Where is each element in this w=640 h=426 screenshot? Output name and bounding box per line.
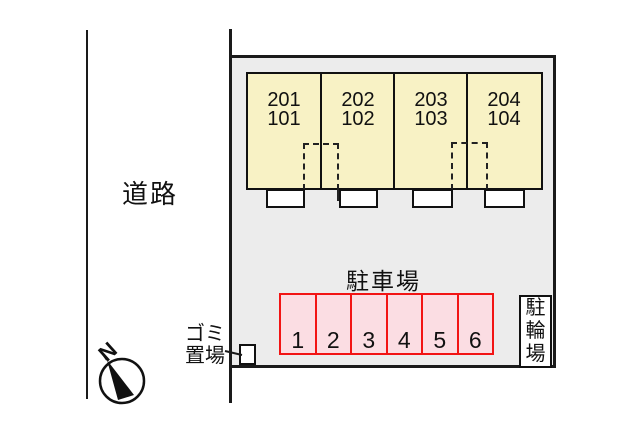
bicycle-parking-char: 輪: [525, 320, 546, 342]
parking-space-5: 5: [421, 293, 459, 355]
parking-space-6: 6: [456, 293, 494, 355]
road-boundary-line: [86, 30, 88, 399]
plot-right-boundary: [553, 55, 556, 368]
entrance-porch: [339, 189, 378, 208]
parking-lot-label: 駐車場: [346, 268, 421, 294]
stairwell-dashed-outline: [303, 143, 339, 190]
unit-lower-number: 103: [414, 108, 448, 130]
parking-space-2: 2: [314, 293, 352, 355]
bicycle-parking-char: 駐: [525, 297, 546, 319]
garbage-area-box: [239, 344, 256, 365]
unit-divider: [320, 74, 322, 188]
bicycle-parking-box: 駐 輪 場: [519, 295, 552, 368]
unit-203-103-label: 203 103: [394, 89, 468, 130]
parking-space-4: 4: [385, 293, 423, 355]
unit-204-104-label: 204 104: [467, 89, 541, 130]
garbage-area-label: ゴミ 置場: [185, 323, 225, 367]
plot-bottom-boundary: [229, 365, 556, 368]
parking-space-3: 3: [350, 293, 388, 355]
parking-space-1: 1: [279, 293, 317, 355]
unit-divider: [393, 74, 395, 188]
unit-201-101-label: 201 101: [247, 89, 321, 130]
entrance-porch: [266, 189, 305, 208]
unit-upper-number: 201: [267, 89, 301, 111]
unit-lower-number: 101: [267, 108, 301, 130]
unit-lower-number: 104: [487, 108, 521, 130]
north-arrow-icon: N: [93, 337, 146, 405]
north-label: N: [93, 337, 122, 366]
plot-left-boundary: [229, 29, 232, 403]
plot-top-boundary: [229, 55, 556, 58]
unit-upper-number: 202: [341, 89, 375, 111]
stairwell-dashed-outline: [451, 142, 488, 190]
road-label: 道路: [122, 179, 179, 209]
unit-divider: [466, 74, 468, 188]
entrance-porch: [484, 189, 525, 208]
parking-lot: 1 2 3 4 5 6: [279, 293, 494, 355]
unit-202-102-label: 202 102: [321, 89, 395, 130]
unit-upper-number: 203: [414, 89, 448, 111]
bicycle-parking-char: 場: [525, 343, 546, 365]
entrance-porch: [412, 189, 453, 208]
unit-upper-number: 204: [487, 89, 521, 111]
stair-path-dashed-line: [337, 189, 339, 201]
unit-lower-number: 102: [341, 108, 375, 130]
